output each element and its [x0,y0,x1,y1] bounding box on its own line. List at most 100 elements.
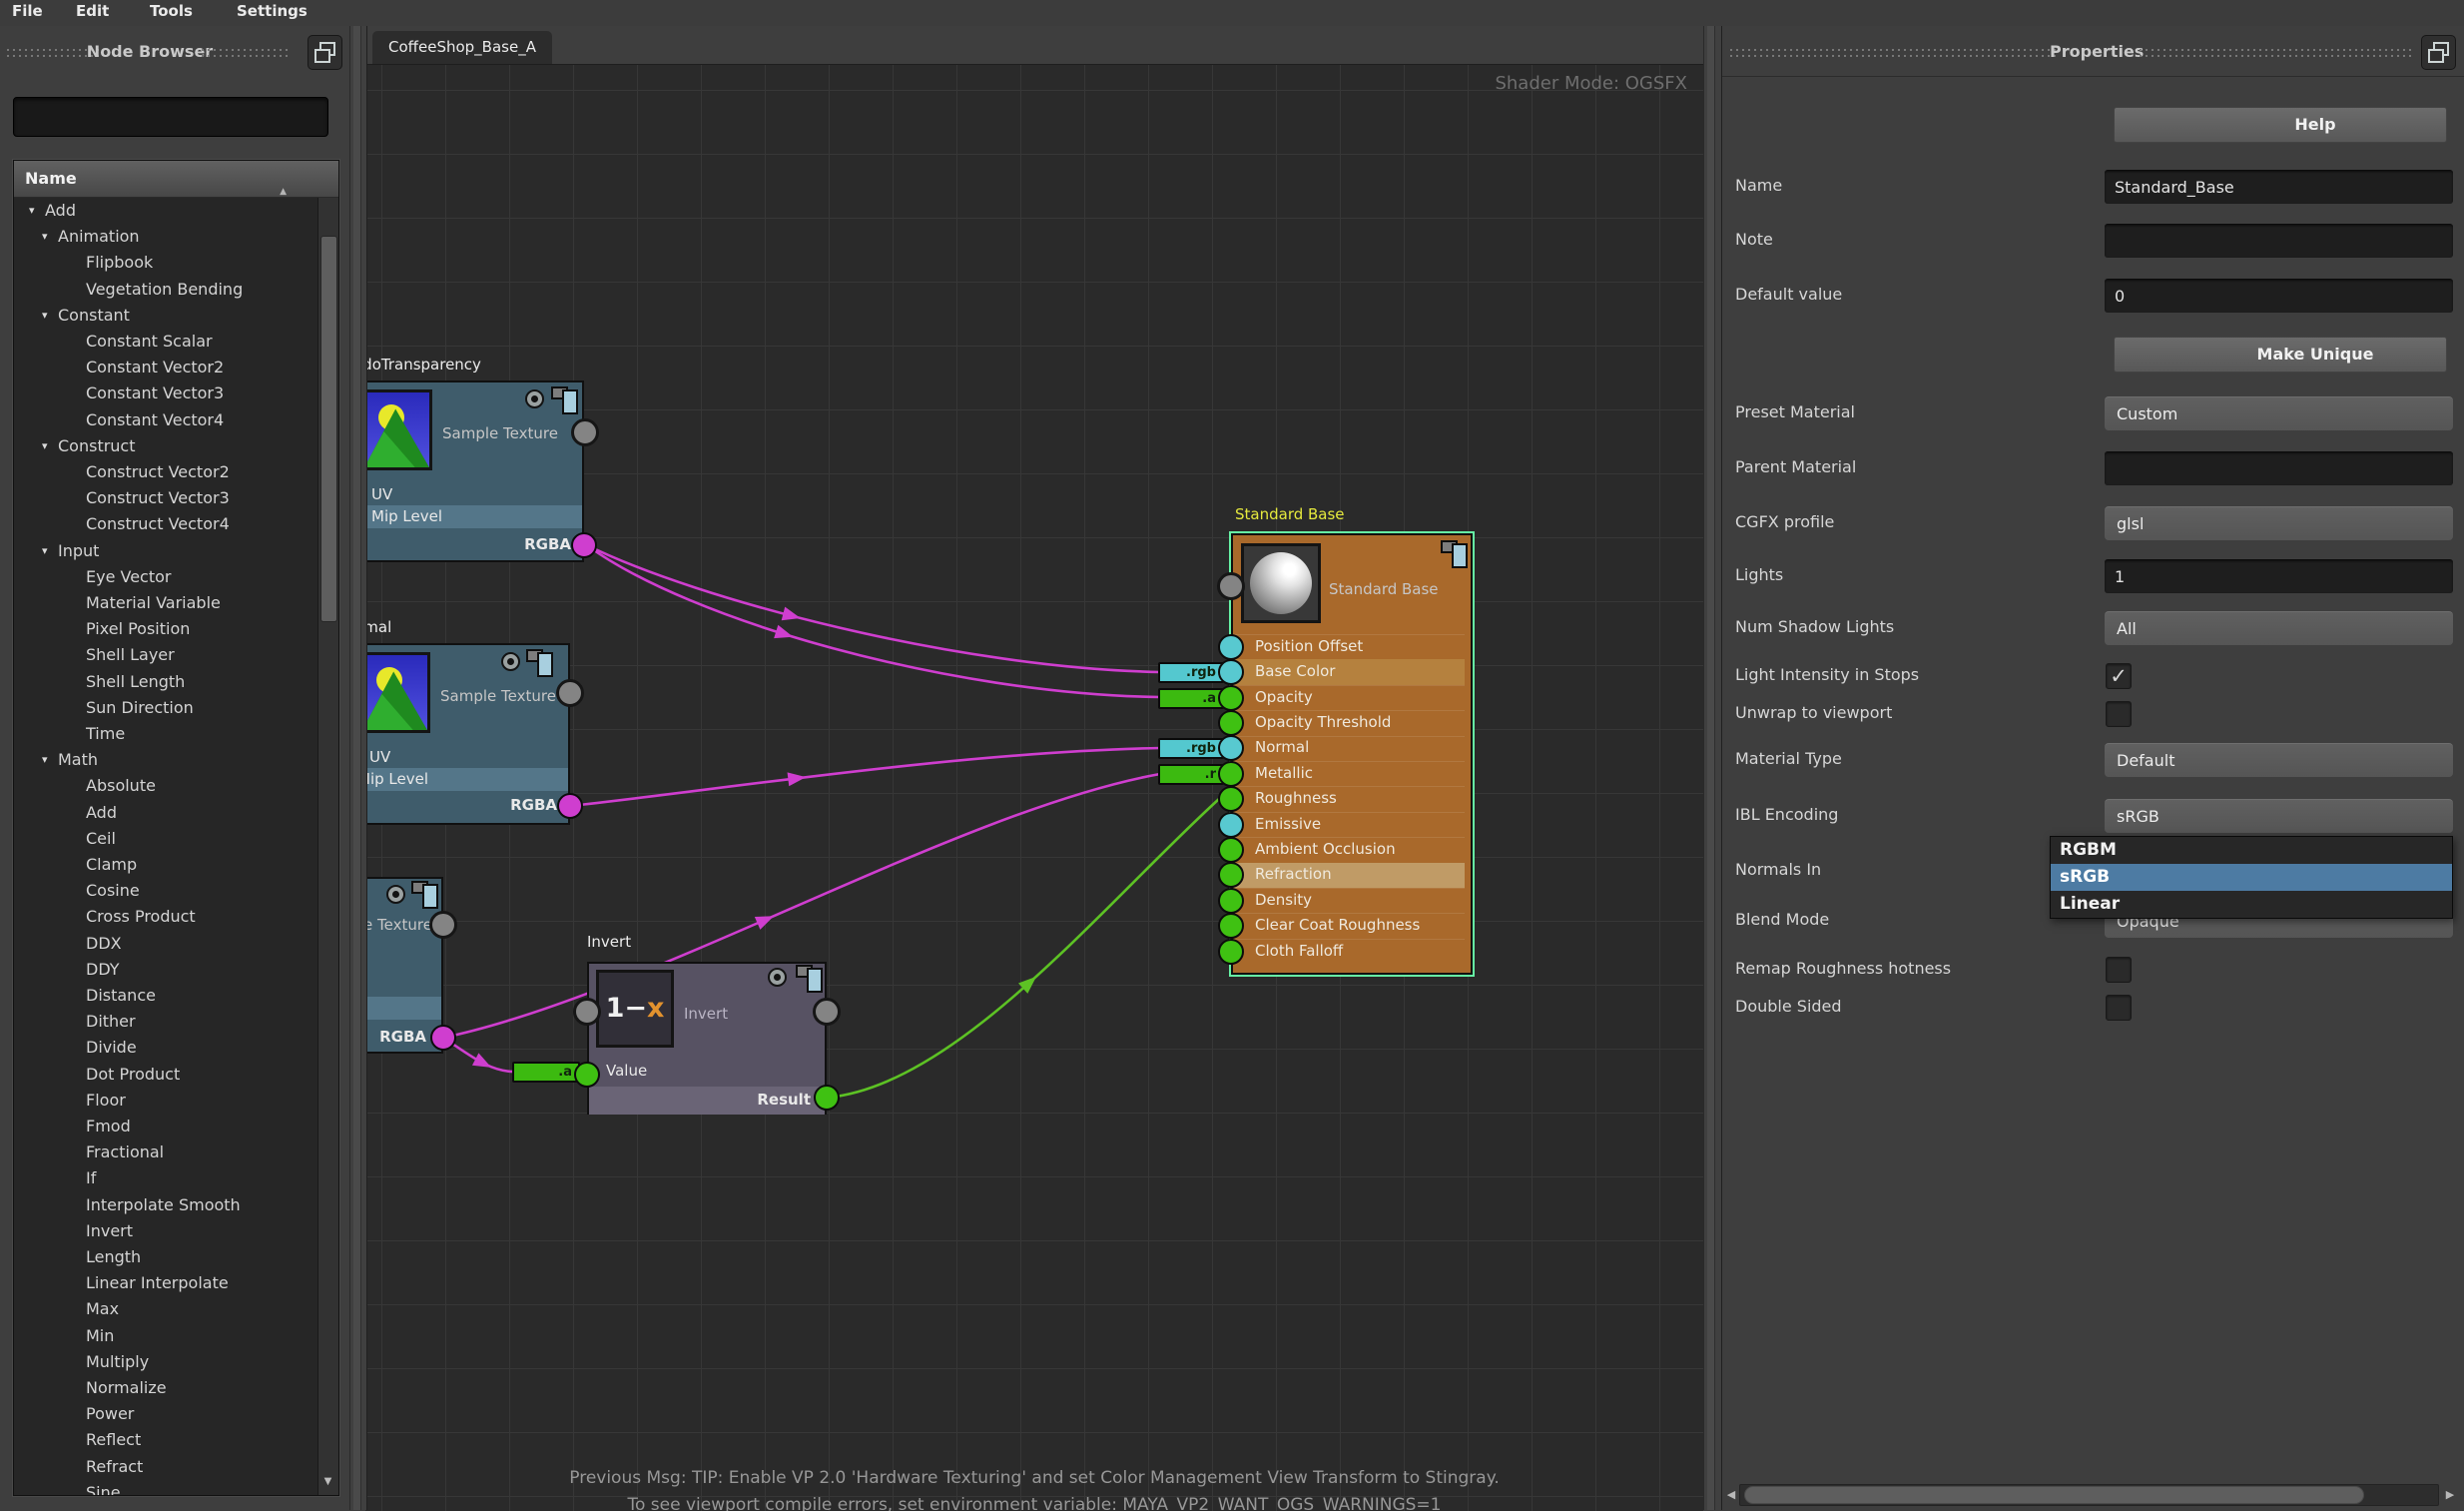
tree-item-multiply[interactable]: Multiply [86,1351,150,1371]
tree-item-fmod[interactable]: Fmod [86,1117,131,1135]
preview-target-icon[interactable] [525,389,544,408]
node-row-emissive[interactable]: Emissive [1255,814,1322,833]
hscroll-right-icon[interactable]: ▶ [2445,1488,2455,1501]
double-sided-checkbox[interactable] [2106,995,2132,1021]
swizzle-chip-a[interactable]: .a [1158,687,1224,709]
hscroll-left-icon[interactable]: ◀ [1726,1488,1736,1501]
tree-item-construct-vector3[interactable]: Construct Vector3 [86,488,230,508]
tree-item-distance[interactable]: Distance [86,986,156,1005]
tree-item-ceil[interactable]: Ceil [86,828,116,848]
tree-item-interpolate-smooth[interactable]: Interpolate Smooth [86,1194,241,1214]
input-socket[interactable] [1218,659,1244,686]
node-row-opacity-threshold[interactable]: Opacity Threshold [1255,712,1392,731]
remap-roughness-hotness-checkbox[interactable] [2106,957,2132,983]
tree-item-fractional[interactable]: Fractional [86,1142,165,1162]
swatch-toggle-icon[interactable] [796,965,823,993]
tree-item-invert[interactable]: Invert [86,1220,134,1240]
preview-target-icon[interactable] [501,652,520,671]
tree-item-cross-product[interactable]: Cross Product [86,907,196,927]
expand-caret-icon[interactable]: ▾ [42,230,48,244]
tree-item-absolute[interactable]: Absolute [86,776,156,796]
expand-caret-icon[interactable]: ▾ [29,204,35,217]
input-socket[interactable] [1218,633,1244,660]
tree-item-construct-vector4[interactable]: Construct Vector4 [86,514,230,534]
tree-scroll-down-icon[interactable]: ▼ [323,1476,332,1487]
tree-item-material-variable[interactable]: Material Variable [86,593,221,612]
default-value-field[interactable]: 0 [2105,279,2453,313]
menu-file[interactable]: File [12,2,43,20]
edge-connector[interactable] [813,998,841,1026]
tree-scrollbar[interactable]: ▼ [317,198,338,1495]
input-socket[interactable] [1218,735,1244,762]
expand-caret-icon[interactable]: ▾ [42,543,48,557]
tree-item-sine[interactable]: Sine [86,1482,121,1496]
input-socket[interactable] [1218,887,1244,914]
edge-connector[interactable] [556,679,584,707]
tree-item-vegetation-bending[interactable]: Vegetation Bending [86,279,244,299]
help-button[interactable]: Help [2114,107,2447,143]
cgfx-profile-dropdown[interactable]: glsl [2105,506,2453,540]
tree-item-cosine[interactable]: Cosine [86,881,140,901]
panel-popout-icon[interactable] [308,35,342,70]
menu-edit[interactable]: Edit [76,2,110,20]
tree-item-animation[interactable]: Animation▾ [14,224,338,250]
tree-header-name[interactable]: Name ▲ [14,161,338,198]
node-row-mip-level[interactable]: Mip Level [371,507,442,525]
tree-item-math[interactable]: Math▾ [14,747,338,773]
output-socket[interactable] [571,532,597,558]
divider-right[interactable] [1703,26,1722,1510]
preset-material-dropdown[interactable]: Custom [2105,396,2453,430]
input-socket[interactable] [1218,913,1244,940]
tree-item-add[interactable]: Add [86,802,117,822]
tree-item-add[interactable]: Add▾ [14,198,338,224]
tree-item-clamp[interactable]: Clamp [86,855,138,874]
tree-item-min[interactable]: Min [86,1325,115,1345]
graph-canvas[interactable]: Shader Mode: OGSFX AlbedoTransparencySam… [365,64,1703,1511]
tree-item-constant-vector4[interactable]: Constant Vector4 [86,409,225,429]
tree-item-eye-vector[interactable]: Eye Vector [86,566,172,586]
swatch-toggle-icon[interactable] [526,649,553,677]
swatch-toggle-icon[interactable] [411,881,438,909]
tree-item-normalize[interactable]: Normalize [86,1378,167,1397]
lights-field[interactable]: 1 [2105,559,2453,593]
tree-item-linear-interpolate[interactable]: Linear Interpolate [86,1273,229,1293]
tree-item-shell-layer[interactable]: Shell Layer [86,645,175,665]
input-socket[interactable] [1218,760,1244,787]
swatch-toggle-icon[interactable] [551,386,578,414]
input-socket[interactable] [1218,709,1244,736]
input-socket[interactable] [1218,684,1244,711]
edge-connector[interactable] [1217,572,1245,600]
swatch-toggle-icon[interactable] [1441,540,1468,568]
node-row-base-color[interactable]: Base Color [1255,662,1336,681]
tree-scrollbar-thumb[interactable] [320,236,337,622]
output-socket[interactable] [430,1025,456,1051]
tree-item-sun-direction[interactable]: Sun Direction [86,697,194,717]
input-socket[interactable] [1218,811,1244,838]
graph-tab[interactable]: CoffeeShop_Base_A [372,31,552,64]
tree-item-shell-length[interactable]: Shell Length [86,671,186,691]
tree-item-flipbook[interactable]: Flipbook [86,253,154,273]
node-row-roughness[interactable]: Roughness [1255,789,1337,808]
material-type-dropdown[interactable]: Default [2105,743,2453,777]
note-field[interactable] [2105,224,2453,258]
tree-item-time[interactable]: Time [86,724,126,743]
node-row-metallic[interactable]: Metallic [1255,763,1313,782]
menu-settings[interactable]: Settings [237,2,308,20]
node-row-clear-coat-roughness[interactable]: Clear Coat Roughness [1255,916,1421,935]
tree-item-pixel-position[interactable]: Pixel Position [86,619,191,639]
ibl-encoding-dropdown[interactable]: sRGB [2105,799,2453,833]
tree-item-constant-scalar[interactable]: Constant Scalar [86,332,213,351]
name-field[interactable]: Standard_Base [2105,170,2453,204]
divider-left[interactable] [349,26,367,1510]
tree-item-ddy[interactable]: DDY [86,959,120,979]
output-socket[interactable] [557,793,583,819]
tree-item-dot-product[interactable]: Dot Product [86,1064,181,1084]
tree-item-input[interactable]: Input▾ [14,538,338,564]
tree-item-refract[interactable]: Refract [86,1456,144,1476]
tree-item-construct-vector2[interactable]: Construct Vector2 [86,462,230,481]
swizzle-chip-rgb[interactable]: .rgb [1158,738,1224,760]
expand-caret-icon[interactable]: ▾ [42,438,48,452]
search-input[interactable] [13,97,328,137]
node-row-cloth-falloff[interactable]: Cloth Falloff [1255,941,1344,960]
tree-item-constant-vector2[interactable]: Constant Vector2 [86,358,225,378]
